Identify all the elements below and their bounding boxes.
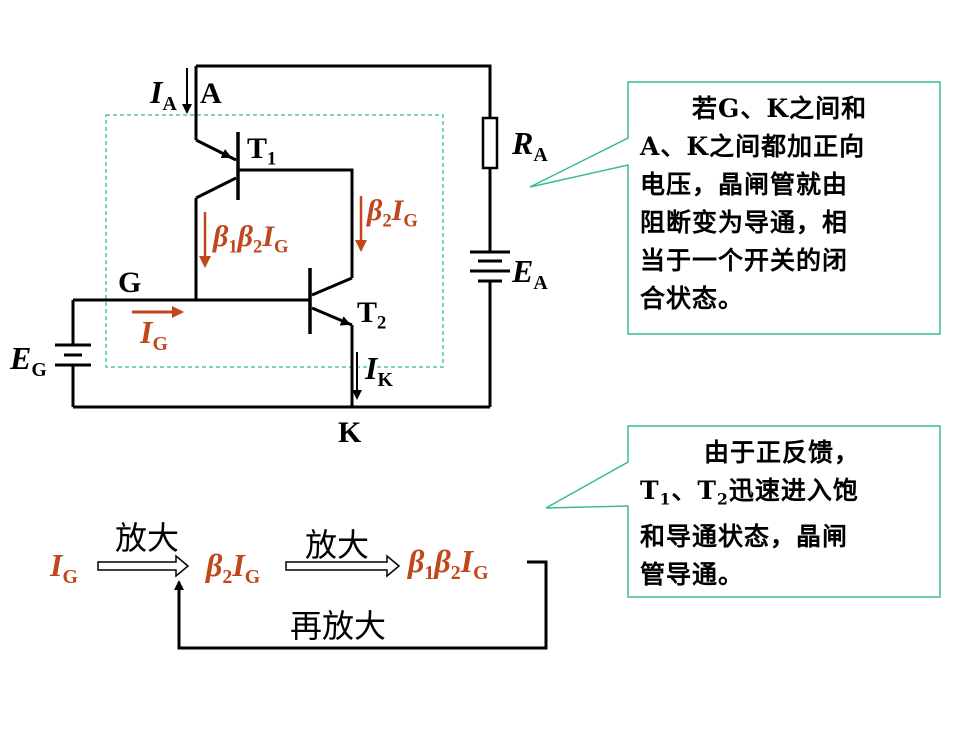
- eg-sub: G: [31, 358, 47, 381]
- t1-emitter-arrow: [204, 144, 232, 159]
- battery-ea: [470, 250, 510, 283]
- b2ig-i: I: [391, 194, 404, 227]
- flow-b1b2ig-i: I: [460, 543, 474, 579]
- ig-label: IG: [140, 316, 168, 355]
- b2ig-i-sub: G: [403, 210, 418, 232]
- callout-2-t1-sub: 1: [659, 489, 672, 509]
- flow-b1b2ig-s1: 1: [424, 561, 435, 584]
- b1b2ig-si: G: [274, 236, 289, 258]
- callout-2-line-4: 管导通。: [640, 560, 745, 590]
- ig-main: I: [140, 314, 153, 350]
- flow-b2ig-i-sub: G: [244, 565, 261, 588]
- b1b2ig-s1: 1: [228, 236, 238, 258]
- b2ig-label: β2IG: [367, 196, 418, 231]
- flow-b2ig-beta-sub: 2: [222, 565, 233, 588]
- battery-eg: [55, 343, 91, 367]
- flow-ig-sub: G: [62, 565, 78, 588]
- callout-2-line-3: 和导通状态，晶闸: [640, 522, 849, 552]
- callout-2-line-1: 由于正反馈，: [704, 438, 861, 467]
- callout-1-text: 若G、K之间和 A、K之间都加正向 电压，晶闸管就由 阻断变为导通，相 当于一个…: [640, 90, 932, 318]
- callout-1-line-4: 阻断变为导通，相: [640, 208, 849, 237]
- resistor-ra: [481, 116, 499, 170]
- callout-1-line-6: 合状态。: [640, 284, 745, 313]
- flow-b1b2ig-s2: 2: [450, 561, 461, 584]
- flow-b2ig-label: β2IG: [206, 549, 260, 588]
- t1-main: T: [247, 132, 268, 165]
- callout-2-t2: T: [697, 476, 718, 505]
- ik-label: IK: [365, 352, 393, 391]
- callout-2-t2-sub: 2: [717, 489, 729, 509]
- node-k-label: K: [338, 416, 362, 449]
- flow-b2ig-i: I: [232, 547, 245, 583]
- node-g-label: G: [118, 266, 142, 299]
- flow-ig-main: I: [50, 547, 63, 583]
- flow-b2ig-beta: β: [206, 547, 223, 583]
- b1b2ig-s2: 2: [253, 236, 263, 258]
- flow-reamp-label: 再放大: [290, 607, 387, 645]
- b2ig-beta-sub: 2: [382, 210, 392, 232]
- callout-1-line-3: 电压，晶闸管就由: [640, 170, 849, 199]
- ia-label: IA: [150, 76, 177, 115]
- ik-main: I: [365, 350, 378, 386]
- flow-b1b2ig-si: G: [473, 561, 489, 584]
- eg-label: EG: [10, 342, 47, 381]
- ea-label: EA: [512, 255, 548, 294]
- ea-main: E: [512, 253, 534, 289]
- flow-ig-label: IG: [50, 549, 78, 588]
- feedback-loop: [177, 560, 548, 650]
- ig-sub: G: [152, 332, 168, 355]
- callout-2-line-2: T1、T2迅速进入饱: [640, 472, 932, 518]
- b1b2ig-label: β1β2IG: [213, 222, 289, 257]
- b1b2ig-i: I: [262, 220, 275, 253]
- callout-2-t1: T: [640, 476, 660, 505]
- b1b2ig-b2: β: [237, 220, 254, 253]
- b1b2ig-b1: β: [213, 220, 229, 253]
- thyristor-enclosure: [105, 114, 444, 368]
- callout-2-rest: 迅速进入饱: [728, 476, 859, 505]
- ra-label: RA: [512, 127, 548, 166]
- ia-sub: A: [162, 92, 177, 115]
- ia-main: I: [150, 74, 163, 110]
- flow-b1b2ig-b1: β: [408, 543, 425, 579]
- flow-amp-2-label: 放大: [305, 526, 370, 564]
- ra-sub: A: [533, 143, 548, 166]
- flow-amp-1-label: 放大: [115, 519, 180, 557]
- callout-2-box: [545, 425, 941, 598]
- callout-1-line-1: 若G、K之间和: [692, 94, 868, 123]
- t2-emitter-arrow: [329, 315, 351, 326]
- flow-arrows: [97, 554, 401, 578]
- callout-1-box: [529, 81, 941, 335]
- t2-label: T2: [357, 298, 386, 333]
- callout-1-line-5: 当于一个开关的闭: [640, 246, 849, 275]
- ik-sub: K: [377, 368, 393, 391]
- callout-1-line-2: A、K之间都加正向: [640, 132, 866, 161]
- flow-b1b2ig-label: β1β2IG: [408, 545, 489, 584]
- callout-2-sep: 、: [671, 476, 698, 505]
- ra-main: R: [512, 125, 534, 161]
- t1-sub: 1: [267, 148, 277, 170]
- t2-main: T: [357, 296, 378, 329]
- eg-main: E: [10, 340, 32, 376]
- ea-sub: A: [533, 271, 548, 294]
- node-a-label: A: [200, 77, 222, 110]
- t2-sub: 2: [377, 312, 387, 334]
- wires: [71, 64, 492, 409]
- t1-label: T1: [247, 134, 276, 169]
- callout-2-text: 由于正反馈， T1、T2迅速进入饱 和导通状态，晶闸 管导通。: [640, 434, 932, 594]
- b2ig-beta: β: [367, 194, 383, 227]
- flow-b1b2ig-b2: β: [434, 543, 451, 579]
